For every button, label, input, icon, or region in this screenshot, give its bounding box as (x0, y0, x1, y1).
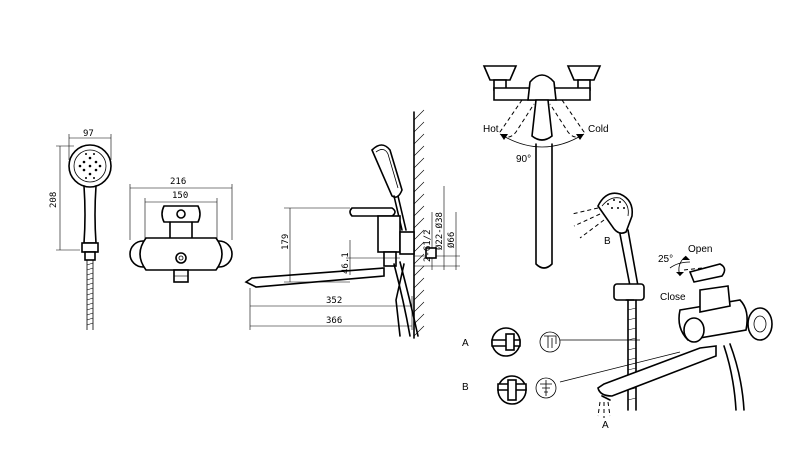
mode-b-label: B (462, 382, 469, 393)
shower-mode-icon (535, 377, 557, 399)
spray-nozzles (78, 153, 102, 179)
hose-front (86, 260, 94, 330)
hot-label: Hot (483, 124, 499, 135)
dim-overall-reach: 366 (326, 316, 342, 326)
tilt-angle-label: 25° (658, 254, 673, 265)
perspective-view: B 25° Open Close A (559, 192, 773, 431)
top-view-rotation: Hot Cold 90° (482, 65, 609, 269)
spout-mode-icon (539, 331, 561, 353)
wall-hatching (413, 109, 425, 337)
open-label: Open (688, 244, 712, 255)
spray-mode-label: A (602, 420, 609, 431)
dim-handshower-height: 208 (49, 192, 59, 208)
handshower-front-view: 97 208 (49, 129, 112, 330)
dim-inlet-offset: 46.1 (341, 252, 351, 274)
mixer-side-view: 179 46.1 352 366 2-G1/2 Ø22-Ø38 Ø66 (244, 109, 460, 339)
handshower-mode-label: B (604, 236, 611, 247)
dim-spout-reach: 352 (326, 296, 342, 306)
dim-handshower-width: 97 (83, 129, 94, 139)
dim-body-overall-width: 216 (170, 177, 186, 187)
dim-diameter-small: Ø22-Ø38 (434, 212, 445, 250)
dim-thread-size: 2-G1/2 (423, 229, 433, 262)
dim-diameter-large: Ø66 (446, 232, 457, 248)
mixer-body-front-view: 216 150 (129, 177, 233, 283)
cold-label: Cold (588, 124, 609, 135)
mode-a-label: A (462, 338, 469, 349)
rotation-angle-label: 90° (516, 154, 531, 165)
dim-spout-height: 179 (281, 234, 291, 250)
mode-selector-diagram: A B (462, 327, 561, 405)
dim-body-center-width: 150 (172, 191, 188, 201)
spray-dots-perspective (607, 199, 625, 209)
close-label: Close (660, 292, 686, 303)
